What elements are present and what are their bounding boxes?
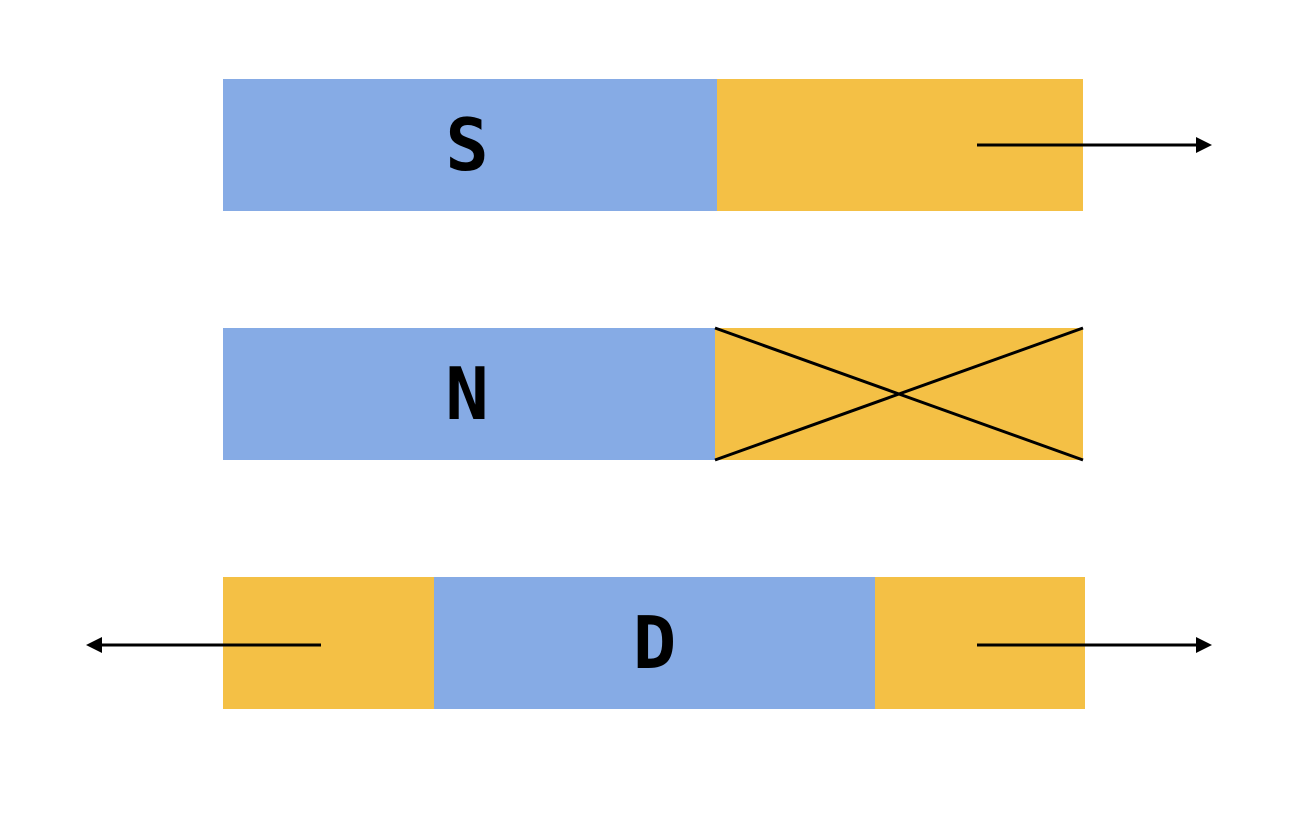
bar-d-blue-segment [434,577,875,709]
bar-n-yellow-segment [715,328,1083,460]
bar-n-label: N [445,352,489,436]
bar-s-blue-segment [223,79,717,211]
bar-n-blue-segment [223,328,715,460]
bar-d-label: D [632,601,677,685]
bar-d-left-yellow-segment [223,577,434,709]
bar-s-yellow-segment [717,79,1083,211]
bar-d: D [223,577,1085,709]
bar-s-label: S [445,103,489,187]
bar-d-right-yellow-segment [875,577,1085,709]
bar-n: N [223,328,1083,460]
bar-s: S [223,79,1083,211]
